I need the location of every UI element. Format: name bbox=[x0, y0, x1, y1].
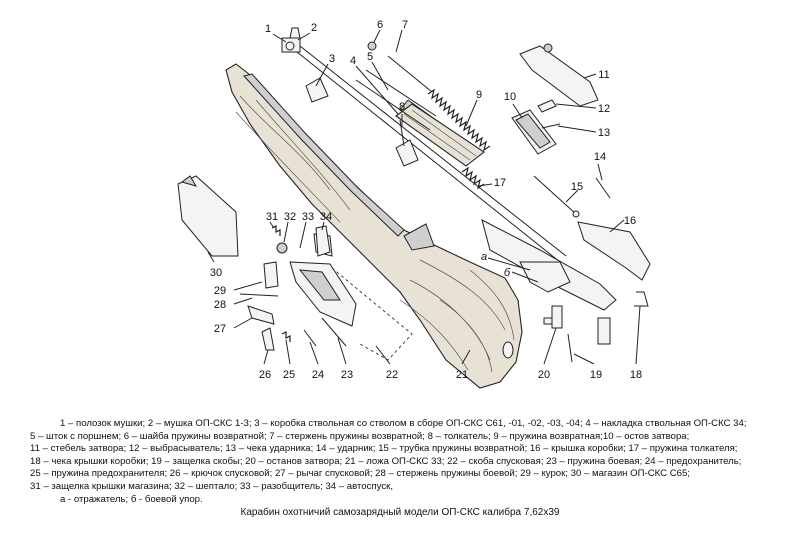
callout-6: 6 bbox=[377, 19, 383, 31]
part-recoil-spring bbox=[427, 88, 491, 152]
legend-line: 1 – полозок мушки; 2 – мушка ОП-СКС 1-3;… bbox=[60, 418, 747, 429]
callout-26: 26 bbox=[259, 369, 271, 381]
callout-14: 14 bbox=[594, 151, 606, 163]
callout-5: 5 bbox=[367, 51, 373, 63]
part-pusher-spring bbox=[461, 166, 485, 190]
part-auto-release bbox=[315, 225, 331, 257]
part-bolt bbox=[519, 45, 599, 107]
callout-b: б bbox=[504, 267, 511, 279]
callout-1: 1 bbox=[265, 23, 271, 35]
part-rods bbox=[355, 41, 437, 147]
callout-2: 2 bbox=[311, 22, 317, 34]
legend-line: 25 – пружина предохранителя; 26 – крючок… bbox=[30, 468, 690, 480]
callout-labels: 1 2 3 4 5 6 7 8 9 10 11 12 13 14 15 16 1… bbox=[210, 19, 642, 381]
part-stock bbox=[225, 63, 523, 389]
callout-7: 7 bbox=[402, 19, 408, 31]
part-handguard bbox=[395, 99, 485, 167]
callout-20: 20 bbox=[538, 369, 550, 381]
part-extractor bbox=[537, 99, 557, 113]
part-guard-latch bbox=[567, 333, 573, 363]
callout-34: 34 bbox=[320, 211, 332, 223]
part-firing-pin-retainer bbox=[541, 123, 561, 129]
callout-a: а bbox=[481, 251, 487, 263]
callout-31: 31 bbox=[266, 211, 278, 223]
part-firing-pin bbox=[595, 177, 611, 199]
part-spring-tube bbox=[533, 175, 580, 218]
callout-27: 27 bbox=[214, 323, 226, 335]
part-magazine bbox=[177, 175, 239, 257]
callout-12: 12 bbox=[598, 103, 610, 115]
callout-15: 15 bbox=[571, 181, 583, 193]
part-cover-pin bbox=[634, 291, 649, 307]
callout-19: 19 bbox=[590, 369, 602, 381]
callout-33: 33 bbox=[302, 211, 314, 223]
legend-line: а - отражатель; б - боевой упор. bbox=[60, 493, 203, 505]
callout-10: 10 bbox=[504, 91, 516, 103]
callout-8: 8 bbox=[399, 101, 405, 113]
callout-21: 21 bbox=[456, 369, 468, 381]
part-barrel-receiver bbox=[291, 45, 617, 345]
callout-16: 16 bbox=[624, 215, 636, 227]
legend-line: 11 – стебель затвора; 12 – выбрасыватель… bbox=[30, 443, 738, 455]
callout-29: 29 bbox=[214, 285, 226, 297]
part-bolt-pin bbox=[543, 43, 553, 53]
diagram-caption: Карабин охотничий самозарядный модели ОП… bbox=[240, 507, 560, 518]
callout-30: 30 bbox=[210, 267, 222, 279]
callout-22: 22 bbox=[386, 369, 398, 381]
part-trigger-group bbox=[239, 225, 413, 361]
callout-23: 23 bbox=[341, 369, 353, 381]
leader-lines bbox=[207, 29, 641, 365]
callout-24: 24 bbox=[312, 369, 324, 381]
exploded-parts-diagram: 1 2 3 4 5 6 7 8 9 10 11 12 13 14 15 16 1… bbox=[177, 19, 651, 389]
part-front-sight bbox=[281, 27, 301, 53]
callout-3: 3 bbox=[329, 53, 335, 65]
legend-line: 5 – шток с поршнем; 6 – шайба пружины во… bbox=[30, 430, 690, 442]
legend-line: 18 – чека крышки коробки; 19 – защелка с… bbox=[30, 455, 742, 467]
parts-legend: 1 – полозок мушки; 2 – мушка ОП-СКС 1-3;… bbox=[30, 418, 772, 506]
callout-17: 17 bbox=[494, 177, 506, 189]
callout-13: 13 bbox=[598, 127, 610, 139]
callout-32: 32 bbox=[284, 211, 296, 223]
part-bolt-stop bbox=[543, 305, 563, 329]
callout-9: 9 bbox=[476, 89, 482, 101]
callout-28: 28 bbox=[214, 299, 226, 311]
callout-4: 4 bbox=[350, 55, 356, 67]
callout-18: 18 bbox=[630, 369, 642, 381]
callout-25: 25 bbox=[283, 369, 295, 381]
callout-11: 11 bbox=[598, 69, 609, 81]
part-bolt-carrier bbox=[511, 109, 557, 155]
legend-line: 31 – защелка крышки магазина; 32 – шепта… bbox=[30, 480, 393, 492]
part-receiver-cover bbox=[577, 221, 651, 281]
